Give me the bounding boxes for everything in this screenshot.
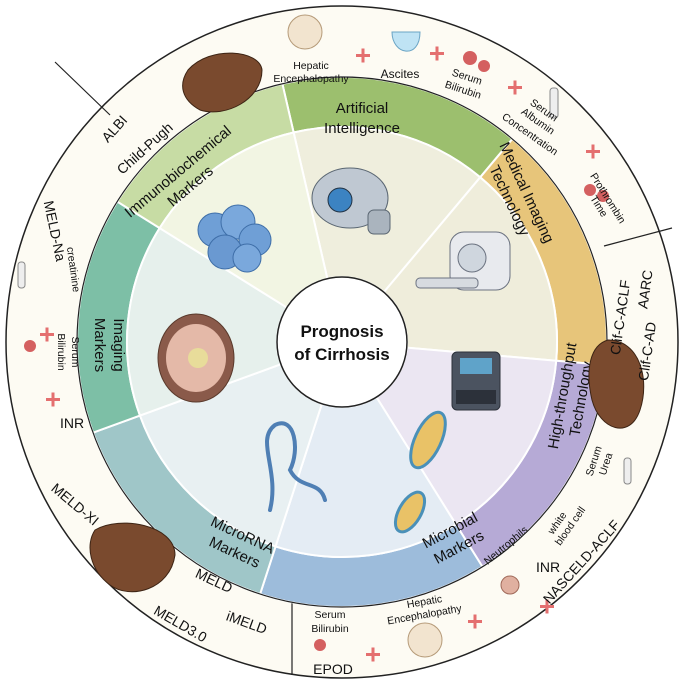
segment-label-imaging: Imaging Markers <box>91 318 127 372</box>
ct-slice-icon <box>157 313 235 403</box>
param-serum-bil-bottom-2: Bilirubin <box>311 623 349 635</box>
segment-label-im-line1: Imaging <box>110 318 127 371</box>
microrna-icon <box>265 421 327 512</box>
param-serum-bil-bottom-1: Serum <box>315 609 346 621</box>
score-inr-left: INR <box>60 415 84 431</box>
liver-illustration-right <box>588 339 645 429</box>
segment-label-ai-line2: Intelligence <box>324 120 400 137</box>
red-blood-cell-icon <box>24 51 609 651</box>
segment-label-ai: Artificial Intelligence <box>324 100 400 137</box>
bacteria-icon <box>393 410 447 534</box>
plus-icon <box>40 46 600 662</box>
liver-illustration-bottom <box>89 522 176 593</box>
divider-line <box>603 227 673 247</box>
sequencer-icon <box>451 351 501 411</box>
segment-label-im-line2: Markers <box>91 318 108 372</box>
robot-head-icon <box>311 167 391 235</box>
liver-illustration-top <box>182 52 263 113</box>
brain-icon <box>287 14 323 50</box>
center-title-line2: of Cirrhosis <box>294 345 389 364</box>
test-tube-icon <box>17 87 632 485</box>
param-hepatic-enc-top-2: Encephalopathy <box>273 73 349 85</box>
score-inr-right: INR <box>536 559 560 575</box>
score-aarc: AARC <box>634 269 655 310</box>
score-epod: EPOD <box>313 661 353 677</box>
center-circle <box>276 276 408 408</box>
param-ascites: Ascites <box>381 67 420 81</box>
divider-line <box>54 61 111 116</box>
param-serum-bil-left-2: Bilirubin <box>55 333 67 371</box>
segment-label-ai-line1: Artificial <box>336 100 389 117</box>
param-serum-bil-left-1: Serum <box>69 337 81 368</box>
center-title-line1: Prognosis <box>300 322 383 341</box>
brain-icon <box>407 622 443 658</box>
param-hepatic-enc-top-1: Hepatic <box>293 60 329 72</box>
flask-icon <box>391 31 421 52</box>
outer-ring-dividers <box>54 61 673 675</box>
protein-cluster-icon <box>197 204 272 273</box>
ct-scanner-icon <box>415 231 511 291</box>
